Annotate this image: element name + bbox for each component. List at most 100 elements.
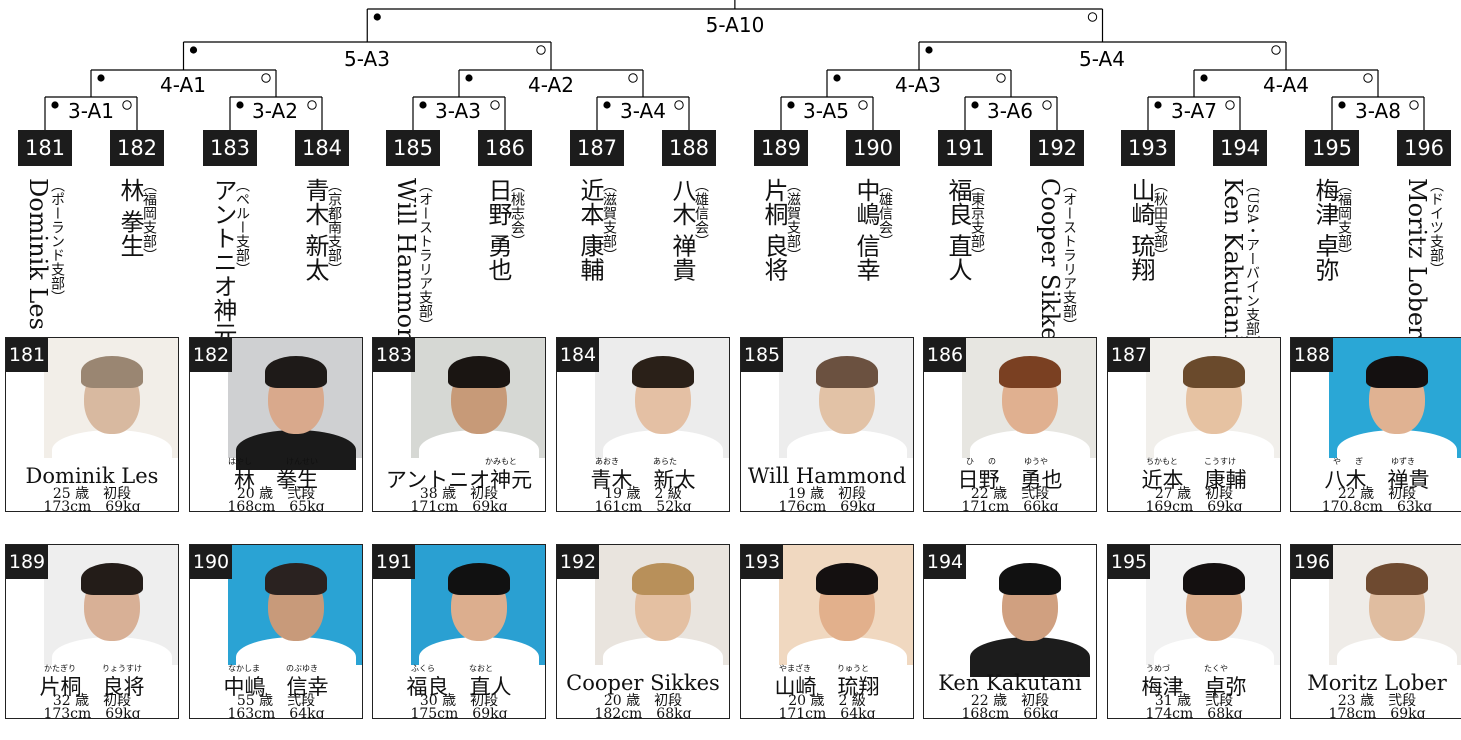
player-weight: 64kg bbox=[840, 706, 876, 719]
loser-circle-marker bbox=[307, 100, 317, 110]
player-furigana: ふくらなおと bbox=[373, 663, 545, 673]
player-photo bbox=[741, 338, 913, 470]
player-furigana: なかしまのぶゆき bbox=[190, 663, 362, 673]
furigana-text: ひ bbox=[966, 457, 974, 466]
player-name: 山崎 琉翔 bbox=[774, 675, 880, 699]
player-weight: 69kg bbox=[840, 499, 876, 512]
player-age: 27 歳 bbox=[1154, 486, 1192, 502]
winner-dot-marker bbox=[189, 46, 198, 54]
entrant-affiliation: （ドイツ支部） bbox=[1428, 178, 1444, 276]
player-rank: 初段 bbox=[470, 693, 499, 709]
player-rank: 初段 bbox=[654, 693, 683, 709]
winner-dot-marker bbox=[373, 13, 381, 21]
player-weight: 52kg bbox=[656, 499, 692, 512]
player-number-badge: 193 bbox=[741, 545, 783, 579]
player-photo bbox=[924, 545, 1096, 677]
entrant-name: 日野 勇也 bbox=[484, 178, 512, 282]
match-label-round-7: 3-A7 bbox=[1171, 99, 1217, 123]
player-age: 31 歳 bbox=[1154, 693, 1192, 709]
winner-dot-marker bbox=[51, 101, 59, 109]
entrant-affiliation: （オーストラリア支部） bbox=[417, 178, 433, 332]
player-weight: 69kg bbox=[105, 499, 141, 512]
player-age: 20 歳 bbox=[788, 693, 825, 709]
player-rank: 弐段 bbox=[287, 693, 316, 709]
entrant-affiliation: （USA・アーバイン支部） bbox=[1244, 178, 1260, 350]
player-number-badge: 196 bbox=[1291, 545, 1333, 579]
player-furigana: やまざきりゅうと bbox=[741, 663, 913, 673]
player-rank: 2 級 bbox=[654, 486, 682, 502]
winner-dot-marker bbox=[787, 101, 795, 109]
player-age: 30 歳 bbox=[419, 693, 457, 709]
match-label-round-3: 3-A3 bbox=[435, 99, 481, 123]
player-number-badge: 185 bbox=[741, 338, 783, 372]
player-name: Will Hammond bbox=[747, 464, 907, 488]
entrant-number-box: 191 bbox=[938, 130, 992, 166]
player-photo bbox=[190, 338, 362, 470]
winner-dot-marker bbox=[603, 101, 611, 109]
player-photo bbox=[924, 338, 1096, 470]
winner-dot-marker bbox=[925, 46, 933, 54]
player-rank: 初段 bbox=[1021, 693, 1050, 709]
match-label-round-1: 3-A1 bbox=[68, 99, 114, 123]
player-height: 173cm bbox=[43, 706, 92, 719]
furigana-text: や bbox=[1333, 457, 1341, 466]
entrant-affiliation: （桃志会） bbox=[509, 178, 525, 248]
entrant-vertical-name: 福良 直人（東京支部） bbox=[941, 178, 989, 326]
player-furigana: ひのゆうや bbox=[924, 456, 1096, 466]
entrant-vertical-name: 片桐 良将（滋賀支部） bbox=[757, 178, 805, 326]
player-photo bbox=[373, 545, 545, 677]
player-weight: 69kg bbox=[472, 499, 508, 512]
player-number-badge: 186 bbox=[924, 338, 966, 372]
player-number-badge: 183 bbox=[373, 338, 415, 372]
player-weight: 68kg bbox=[1207, 706, 1243, 719]
player-age: 23 歳 bbox=[1337, 693, 1375, 709]
player-height: 174cm bbox=[1145, 706, 1194, 719]
player-rank: 初段 bbox=[103, 486, 132, 502]
entrant-name: 八木 禅貴 bbox=[668, 178, 696, 282]
entrant-vertical-name: アントニオ神元（ペルー支部） bbox=[206, 178, 254, 346]
entrant-name: 梅津 卓弥 bbox=[1311, 178, 1339, 282]
player-rank: 初段 bbox=[1205, 486, 1234, 502]
player-number-badge: 181 bbox=[6, 338, 48, 372]
entrant-affiliation: （ペルー支部） bbox=[234, 178, 250, 276]
loser-circle-marker bbox=[1042, 100, 1052, 110]
entrant-affiliation: （秋田支部） bbox=[1152, 178, 1168, 262]
player-rank: 初段 bbox=[470, 486, 499, 502]
match-label-round-5: 3-A5 bbox=[803, 99, 849, 123]
match-label-round-4: 3-A4 bbox=[620, 99, 666, 123]
loser-circle-marker bbox=[536, 45, 546, 55]
player-height: 171cm bbox=[961, 499, 1010, 512]
player-photo bbox=[1291, 545, 1461, 677]
player-number-badge: 192 bbox=[557, 545, 599, 579]
player-name: 福良 直人 bbox=[406, 675, 512, 699]
player-height: 175cm bbox=[410, 706, 459, 719]
player-weight: 65kg bbox=[289, 499, 325, 512]
entrant-affiliation: （福岡支部） bbox=[141, 178, 157, 262]
entrant-affiliation: （オーストラリア支部） bbox=[1061, 178, 1077, 332]
player-name: 日野 勇也 bbox=[957, 468, 1063, 492]
player-height: 170.8cm bbox=[1321, 499, 1383, 512]
tournament-bracket: 5-A10 5-A3 5-A4 4-A1 4-A2 4-A3 4-A4 3-A1… bbox=[44, 0, 1425, 130]
entrant-vertical-name: 林 拳生（福岡支部） bbox=[113, 178, 161, 326]
winner-dot-marker bbox=[971, 101, 979, 109]
player-rank: 弐段 bbox=[1021, 486, 1050, 502]
player-furigana: はやしけんせい bbox=[190, 456, 362, 466]
match-label-quarter-3: 4-A3 bbox=[895, 73, 941, 97]
player-height: 171cm bbox=[778, 706, 827, 719]
match-label-quarter-4: 4-A4 bbox=[1263, 73, 1309, 97]
player-photo bbox=[190, 545, 362, 677]
furigana-text: やまざき bbox=[779, 664, 811, 673]
